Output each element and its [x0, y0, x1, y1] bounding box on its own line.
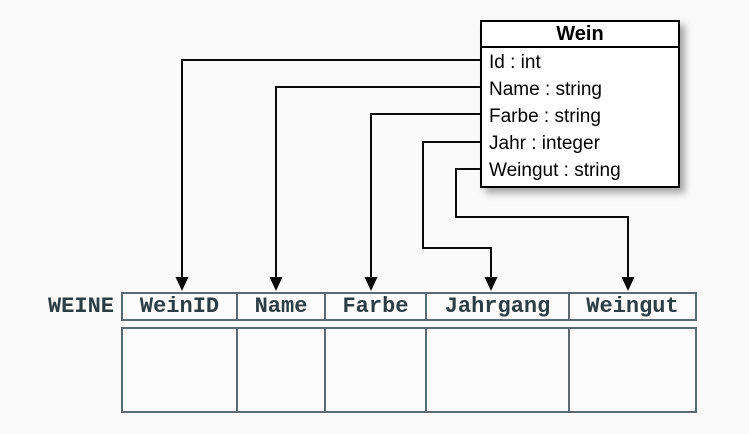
connector-jahr-to-jahrgang — [422, 141, 498, 291]
column-header-farbe: Farbe — [326, 294, 427, 319]
column-header-weingut: Weingut — [586, 294, 679, 319]
arrowhead-name — [269, 277, 283, 291]
empty-cell-name — [238, 329, 326, 411]
class-attribute-list: Id : int Name : string Farbe : string Ja… — [482, 48, 678, 186]
arrowhead-weinid — [175, 277, 189, 291]
empty-cell-weingut — [570, 329, 695, 411]
table-header-row: WeinID Name Farbe Jahrgang Weingut — [121, 292, 697, 321]
column-header-name: Name — [238, 294, 326, 319]
class-attribute-name: Name : string — [489, 79, 602, 100]
arrowhead-jahrgang — [484, 277, 498, 291]
arrowhead-weingut — [621, 277, 635, 291]
connector-name-to-name — [269, 86, 480, 291]
empty-cell-jahrgang — [427, 329, 570, 411]
table-name-label: WEINE — [47, 294, 114, 319]
class-attribute-weingut: Weingut : string — [489, 160, 621, 181]
class-attribute-farbe: Farbe : string — [489, 106, 601, 127]
connector-id-to-weinid — [175, 59, 480, 291]
class-attribute-jahr: Jahr : integer — [489, 133, 600, 154]
uml-class-box: Wein Id : int Name : string Farbe : stri… — [480, 20, 680, 188]
column-header-jahrgang: Jahrgang — [427, 294, 570, 319]
class-attribute-id: Id : int — [489, 52, 541, 73]
class-title: Wein — [482, 22, 678, 48]
column-header-weinid: WeinID — [123, 294, 238, 319]
connector-farbe-to-farbe — [364, 113, 480, 291]
empty-cell-weinid — [123, 329, 238, 411]
connector-weingut-to-weingut — [455, 168, 635, 291]
arrowhead-farbe — [364, 277, 378, 291]
table-empty-row — [121, 327, 697, 413]
empty-cell-farbe — [326, 329, 427, 411]
